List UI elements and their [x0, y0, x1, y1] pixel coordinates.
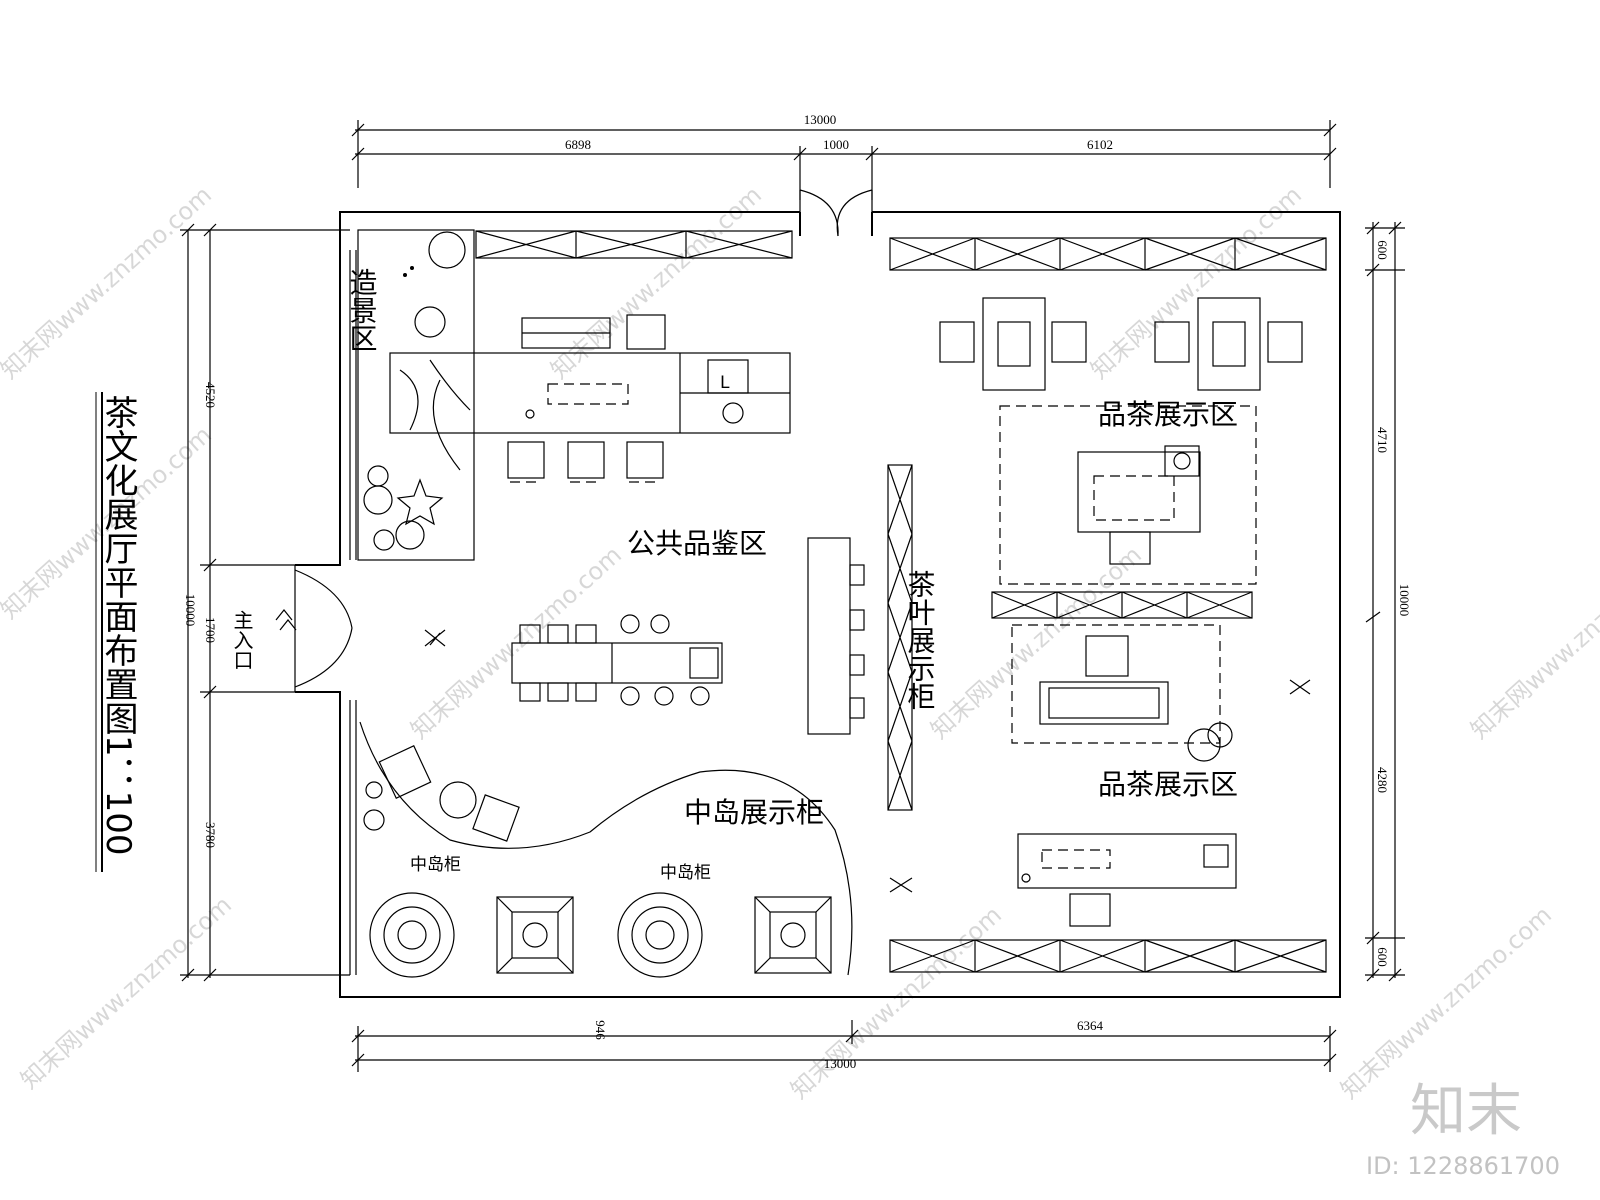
dimension-top: 13000 6898 1000 6102	[351, 112, 1337, 200]
dim-left-door: 1700	[203, 617, 218, 643]
drawing-title: 茶文化展厅平面布置图1：100	[95, 392, 138, 872]
id-watermark: ID: 1228861700	[1366, 1152, 1560, 1180]
bottom-right-counter	[1017, 833, 1237, 927]
cabinet-top-left	[475, 230, 793, 259]
public-tasting-table	[511, 614, 723, 706]
tea-display-area-1	[999, 405, 1257, 585]
label-public-tasting: 公共品鉴区	[627, 527, 767, 560]
tea-tables-top	[939, 297, 1303, 391]
cabinet-bottom-right	[889, 939, 1327, 973]
cabinet-mid-right	[991, 591, 1253, 619]
watermark-text: 知末网www.znzmo.com	[925, 541, 1147, 745]
tall-bar	[807, 537, 865, 735]
watermark-text: 知末网www.znzmo.com	[1465, 541, 1600, 745]
dim-right-top: 600	[1375, 240, 1390, 260]
bar-counter: L	[389, 314, 791, 471]
dim-bottom-right: 6364	[1077, 1018, 1104, 1033]
label-tea-leaf-cabinet: 茶叶展示柜	[904, 570, 937, 710]
watermark-text: 知末网www.znzmo.com	[0, 181, 217, 385]
watermark-text: 知末网www.znzmo.com	[15, 891, 237, 1095]
label-island-small-2: 中岛柜	[660, 863, 711, 883]
dimension-bottom: 946 6364 13000	[351, 1018, 1337, 1072]
dim-right-bottom: 600	[1375, 947, 1390, 967]
island-cabinets	[369, 892, 832, 978]
watermark-text: 知末网www.znzmo.com	[785, 901, 1007, 1105]
watermark-text: 知末网www.znzmo.com	[1335, 901, 1557, 1105]
drawing-title-text: 茶文化展厅平面布置图1：100	[98, 395, 138, 856]
top-door	[799, 189, 873, 237]
dim-left-bottom: 3780	[203, 822, 218, 848]
dim-left-top: 4520	[203, 382, 218, 408]
dim-top-total: 13000	[804, 112, 837, 127]
island-display-curve	[359, 721, 853, 976]
main-entrance-door	[275, 569, 353, 688]
walls	[294, 211, 1341, 998]
dim-right-total: 10000	[1397, 584, 1412, 617]
label-main-entrance: 主入口	[230, 610, 254, 670]
label-island-small-1: 中岛柜	[410, 855, 461, 875]
dim-top-door: 1000	[823, 137, 849, 152]
dim-bottom-left: 946	[593, 1020, 608, 1040]
dim-left-total: 10000	[183, 594, 198, 627]
tea-display-area-2	[1011, 624, 1233, 762]
label-tea-display-1: 品茶展示区	[1098, 398, 1238, 431]
label-landscape: 造景区	[346, 268, 379, 352]
dim-right-lower: 4280	[1375, 767, 1390, 793]
dim-top-left: 6898	[565, 137, 591, 152]
cabinet-top-right	[889, 237, 1327, 271]
label-island-cabinet: 中岛展示柜	[684, 796, 824, 829]
bar-stools	[507, 441, 664, 483]
dimension-left: 4520 10000 1700 3780	[180, 223, 350, 982]
landscape-planter	[357, 229, 475, 561]
dimension-right: 600 4710 10000 4280 600	[1365, 221, 1412, 982]
dim-top-right: 6102	[1087, 137, 1113, 152]
people-figures	[424, 629, 1311, 893]
label-tea-display-2: 品茶展示区	[1098, 768, 1238, 801]
counter-symbol: L	[720, 373, 730, 393]
dim-bottom-total: 13000	[824, 1056, 857, 1071]
brand-watermark: 知末	[1410, 1079, 1522, 1144]
tea-leaf-cabinet	[887, 464, 913, 811]
dim-right-mid: 4710	[1375, 427, 1390, 453]
